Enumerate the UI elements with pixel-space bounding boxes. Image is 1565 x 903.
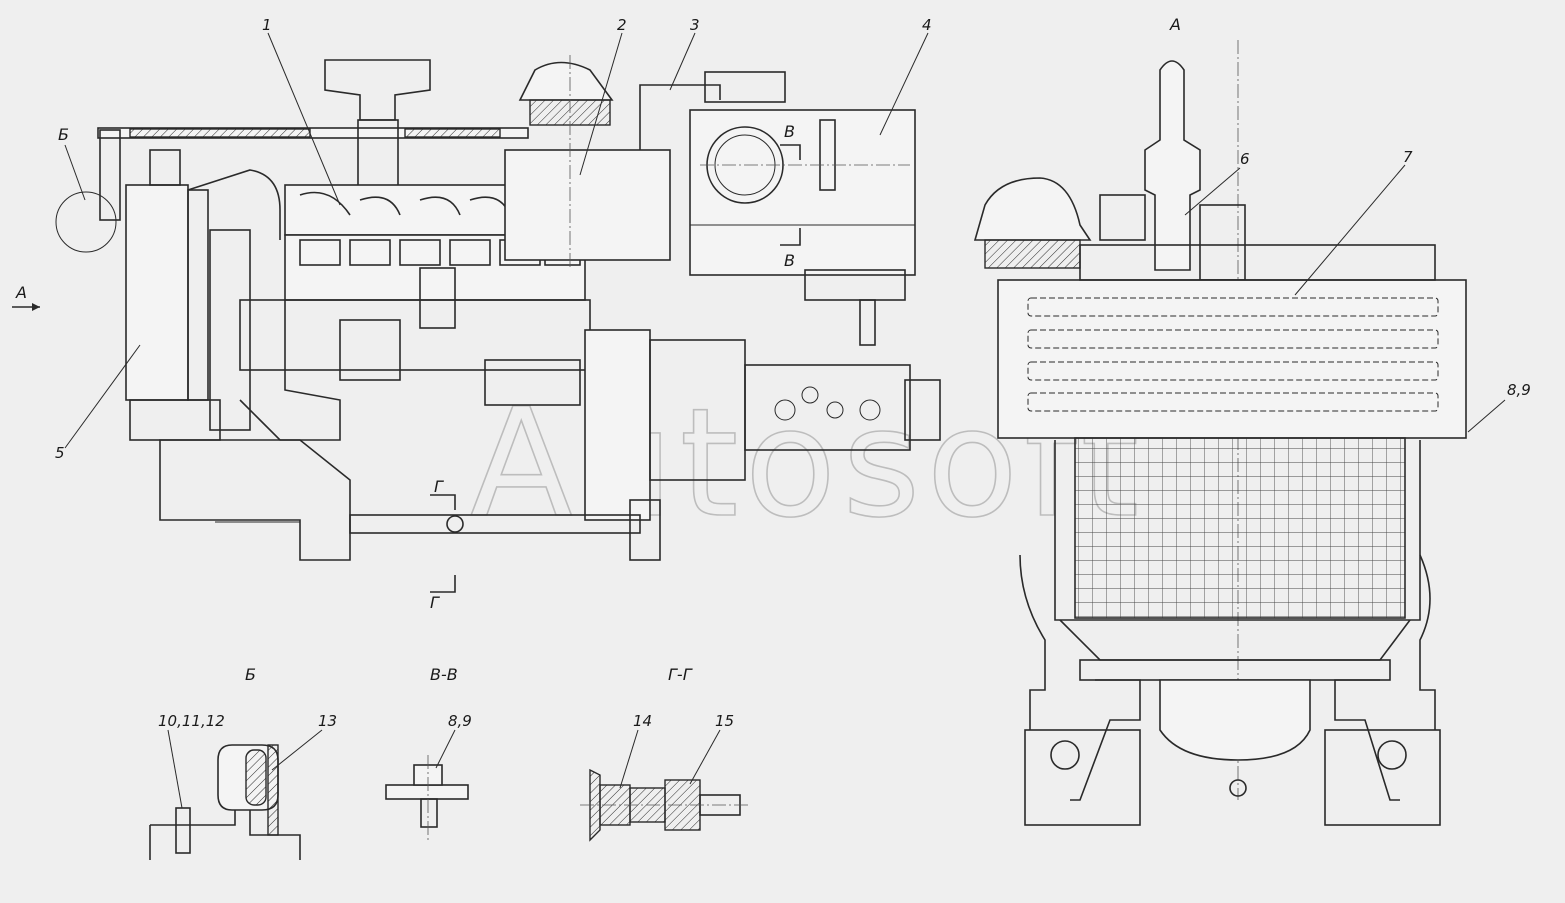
section-g-g <box>580 729 750 842</box>
hood-vent-slots <box>1027 297 1439 412</box>
section-v-v <box>385 729 469 840</box>
radiator-core <box>1074 437 1406 619</box>
view-a-title: А <box>1169 15 1181 34</box>
frame-rail <box>349 514 641 534</box>
pipe-3 <box>639 84 721 150</box>
callout-2: 2 <box>617 16 627 34</box>
side-view <box>12 32 941 593</box>
fuel-tank <box>689 109 916 276</box>
exhaust-pipe <box>1144 60 1201 271</box>
air-filter-housing <box>504 149 671 261</box>
callout-10-11-12: 10,11,12 <box>158 712 225 730</box>
callout-5: 5 <box>55 444 65 462</box>
section-v-bottom-label: В <box>784 251 795 270</box>
detail-b <box>149 729 323 860</box>
air-filter-cap <box>518 61 614 101</box>
callout-8-9: 8,9 <box>1507 381 1531 399</box>
callout-4: 4 <box>922 16 932 34</box>
detail-b-circle <box>55 191 117 253</box>
callout-13: 13 <box>318 712 337 730</box>
callout-15: 15 <box>715 712 734 730</box>
callout-7: 7 <box>1403 148 1413 166</box>
section-v-v-title: В-В <box>430 665 458 684</box>
section-v-top-label: В <box>784 122 795 141</box>
callout-3: 3 <box>690 16 700 34</box>
detail-b-title: Б <box>245 665 256 684</box>
detail-b-marker: Б <box>58 125 69 144</box>
engine-mount <box>159 439 351 561</box>
air-filter-front <box>973 177 1092 241</box>
hood-cover <box>997 279 1467 439</box>
section-g-bottom-label: Г <box>430 593 440 612</box>
callout-8-9-detail: 8,9 <box>448 712 472 730</box>
left-support <box>1024 729 1141 826</box>
callout-1: 1 <box>262 16 272 34</box>
radiator <box>125 184 189 401</box>
right-support <box>1324 729 1441 826</box>
view-a-arrow-label: А <box>15 283 27 302</box>
section-g-g-title: Г-Г <box>668 665 693 684</box>
callout-6: 6 <box>1240 150 1250 168</box>
hydraulic-pump <box>744 364 911 451</box>
front-view-a <box>973 40 1506 826</box>
callout-14: 14 <box>633 712 652 730</box>
oil-pan <box>1159 679 1311 761</box>
flywheel-housing <box>584 329 651 521</box>
air-intake-pipe <box>324 59 431 121</box>
section-g-top-label: Г <box>434 477 444 496</box>
